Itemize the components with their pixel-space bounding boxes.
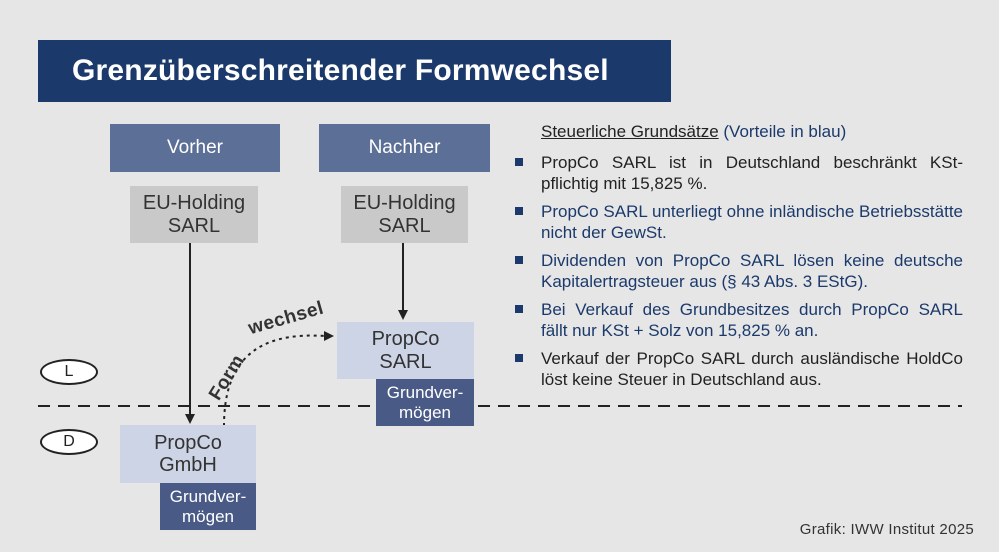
principle-item: PropCo SARL ist in Deutschland beschränk… — [515, 152, 963, 194]
principles-heading-note: (Vorteile in blau) — [723, 122, 847, 141]
principle-item: Bei Verkauf des Grundbesitzes durch Prop… — [515, 299, 963, 341]
after-holding-line2: SARL — [378, 214, 431, 237]
principle-text: Verkauf der PropCo SARL durch ausländisc… — [541, 349, 963, 389]
after-header: Nachher — [319, 124, 490, 172]
principle-text: Bei Verkauf des Grundbesitzes durch Prop… — [541, 300, 963, 340]
page-title: Grenzüberschreitender Formwechsel — [38, 40, 671, 102]
bullet-icon — [515, 354, 523, 362]
bullet-icon — [515, 256, 523, 264]
credit-line: Grafik: IWW Institut 2025 — [799, 521, 974, 538]
after-propco-line2: SARL — [379, 350, 432, 373]
before-holding-line2: SARL — [167, 214, 221, 237]
principle-item: Dividenden von PropCo SARL lösen keine d… — [515, 250, 963, 292]
principle-item: PropCo SARL unterliegt ohne inländische … — [515, 201, 963, 243]
bullet-icon — [515, 305, 523, 313]
before-asset-box: Grundver- mögen — [160, 483, 256, 530]
before-propco-line1: PropCo — [154, 431, 222, 454]
after-asset-line1: Grundver- — [386, 383, 464, 403]
after-holding-box: EU-Holding SARL — [341, 186, 468, 243]
before-propco-box: PropCo GmbH — [120, 425, 256, 483]
principle-text: PropCo SARL unterliegt ohne inländische … — [541, 202, 963, 242]
principles-heading-text: Steuerliche Grundsätze — [541, 122, 719, 141]
after-asset-box: Grundver- mögen — [376, 379, 474, 426]
after-propco-box: PropCo SARL — [337, 322, 474, 379]
before-asset-line1: Grundver- — [169, 487, 247, 507]
tax-principles-panel: Steuerliche Grundsätze (Vorteile in blau… — [515, 122, 963, 397]
principles-heading: Steuerliche Grundsätze (Vorteile in blau… — [541, 122, 963, 142]
bullet-icon — [515, 158, 523, 166]
before-holding-line1: EU-Holding — [142, 192, 246, 215]
transformation-arrow — [223, 330, 334, 427]
after-holding-line1: EU-Holding — [353, 192, 456, 215]
country-marker-lower: D — [40, 429, 98, 455]
before-holding-box: EU-Holding SARL — [130, 186, 258, 243]
principle-text: PropCo SARL ist in Deutschland beschränk… — [541, 153, 963, 193]
principle-item: Verkauf der PropCo SARL durch ausländisc… — [515, 348, 963, 390]
country-marker-upper: L — [40, 359, 98, 385]
before-header: Vorher — [110, 124, 280, 172]
before-asset-line2: mögen — [182, 506, 234, 526]
principle-text: Dividenden von PropCo SARL lösen keine d… — [541, 251, 963, 291]
after-asset-line2: mögen — [399, 402, 451, 422]
after-propco-line1: PropCo — [371, 328, 440, 351]
before-propco-line2: GmbH — [159, 454, 217, 476]
bullet-icon — [515, 207, 523, 215]
